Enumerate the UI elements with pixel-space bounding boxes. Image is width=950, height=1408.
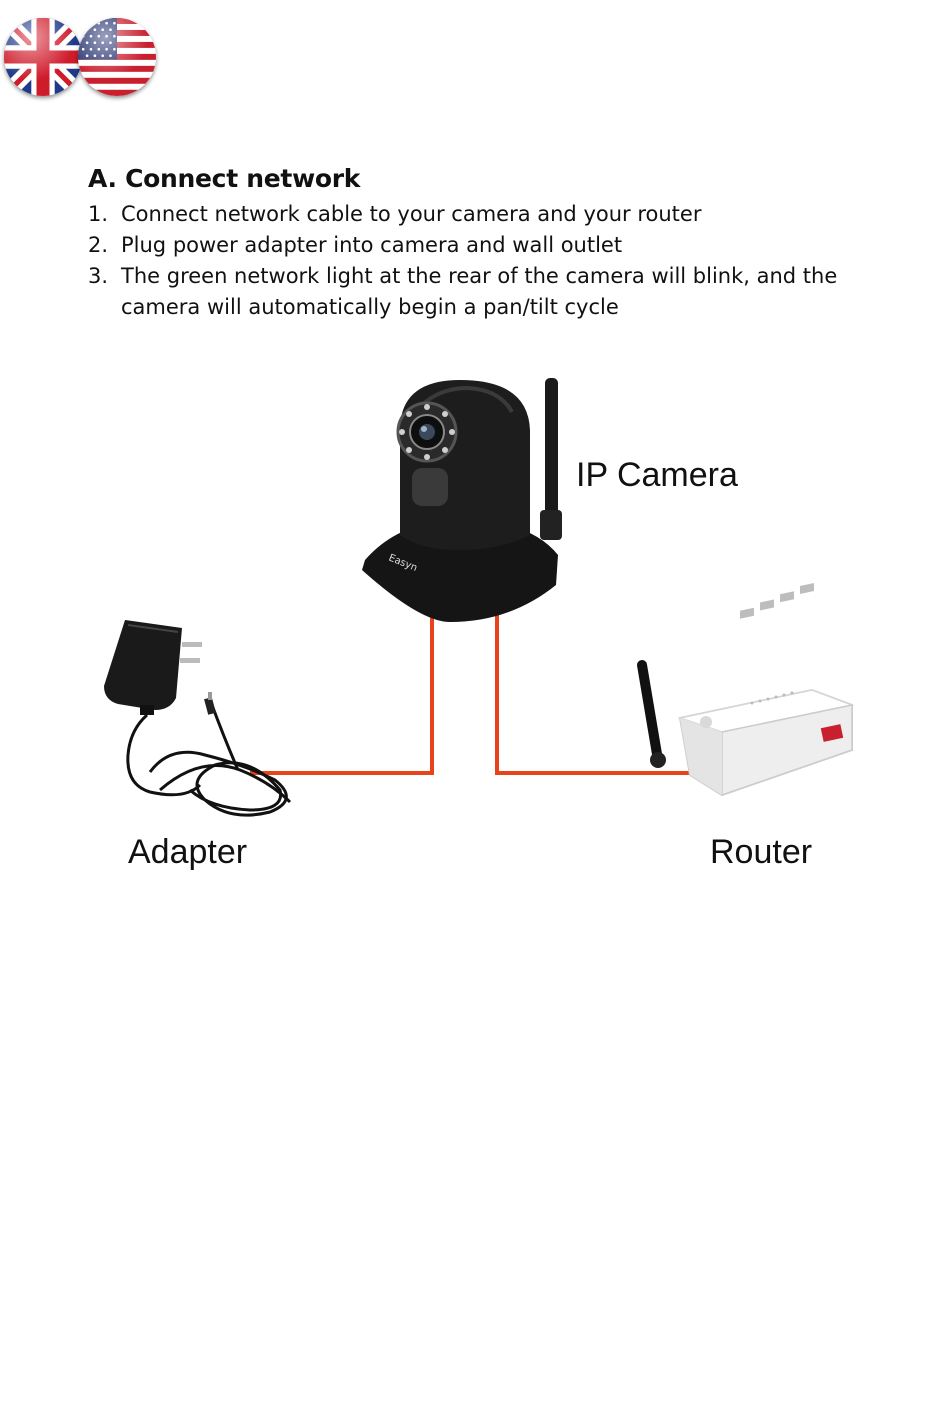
router-cable	[497, 600, 697, 773]
step-number: 3.	[88, 261, 108, 292]
uk-flag-icon[interactable]	[4, 18, 82, 96]
step-item: 2. Plug power adapter into camera and wa…	[88, 230, 888, 261]
router-label: Router	[710, 833, 812, 872]
step-number: 1.	[88, 199, 108, 230]
adapter-label: Adapter	[128, 833, 247, 872]
step-item: 3. The green network light at the rear o…	[88, 261, 888, 323]
section-title: A. Connect network	[88, 164, 888, 193]
step-number: 2.	[88, 230, 108, 261]
adapter-image	[104, 620, 290, 815]
diagram-graphic: Easyn	[0, 360, 950, 900]
adapter-cable	[250, 615, 432, 773]
network-diagram: Easyn	[0, 360, 950, 900]
connect-network-section: A. Connect network 1. Connect network ca…	[88, 164, 888, 323]
step-text: The green network light at the rear of t…	[121, 264, 837, 319]
steps-list: 1. Connect network cable to your camera …	[88, 199, 888, 323]
ip-camera-image: Easyn	[362, 378, 562, 622]
step-item: 1. Connect network cable to your camera …	[88, 199, 888, 230]
ip-camera-label: IP Camera	[576, 456, 738, 495]
step-text: Plug power adapter into camera and wall …	[121, 233, 622, 257]
router-image	[642, 583, 852, 795]
language-flags	[4, 18, 156, 98]
step-text: Connect network cable to your camera and…	[121, 202, 701, 226]
network-cables	[250, 600, 697, 773]
us-flag-icon[interactable]	[78, 18, 156, 96]
